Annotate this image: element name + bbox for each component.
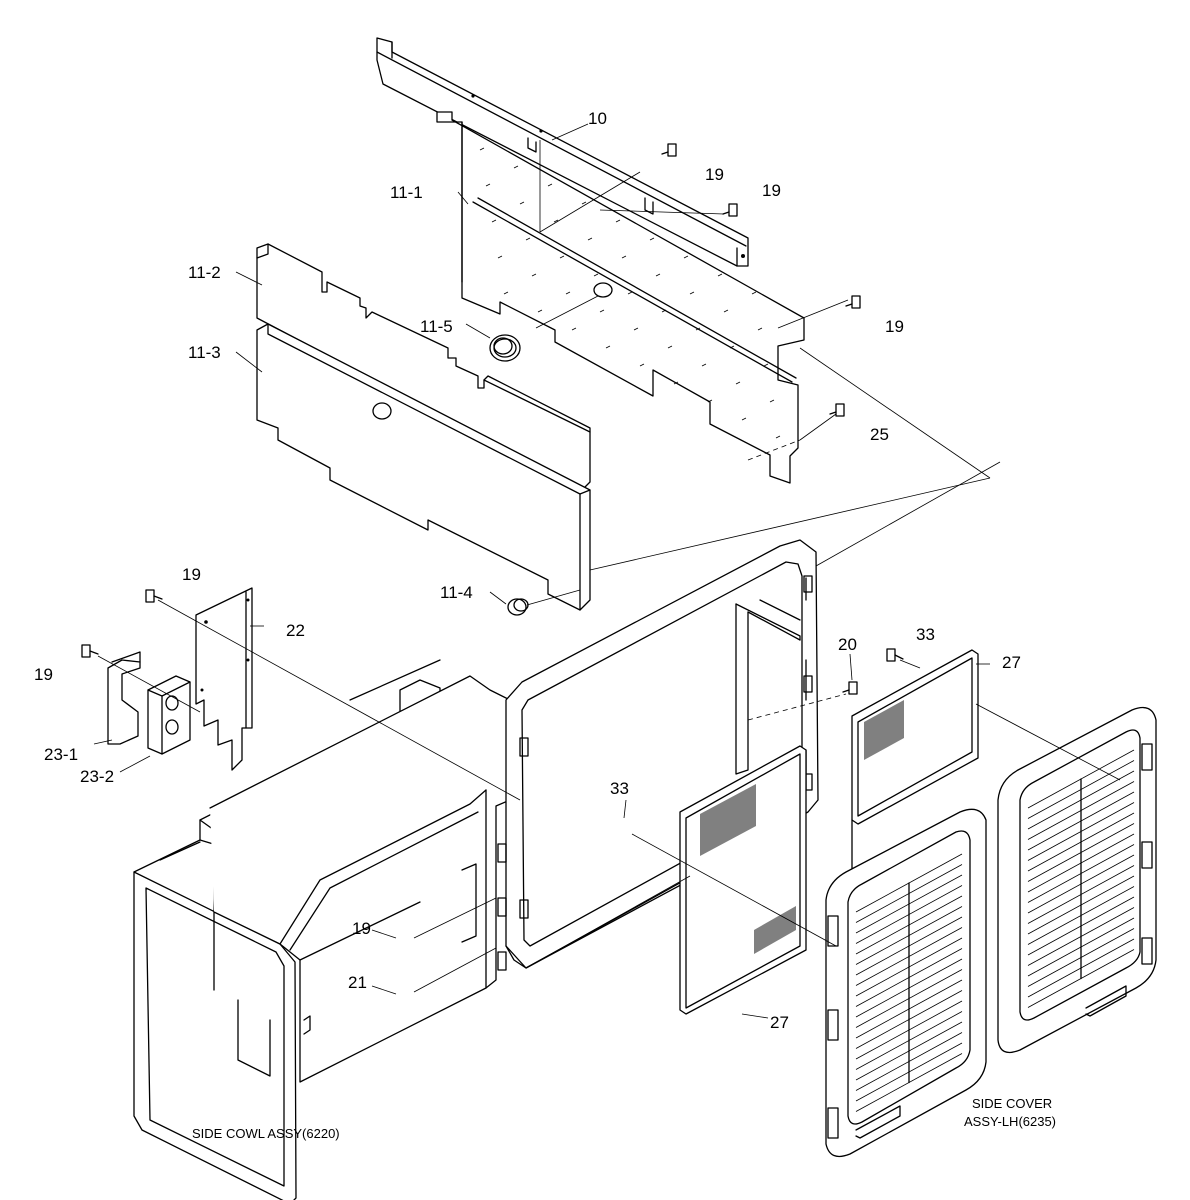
panel-mark [633,327,639,331]
panel-mark [503,291,509,295]
caption-side-cowl: SIDE COWL ASSY(6220) [192,1126,340,1141]
panel-mark [537,309,543,313]
panel-mark [735,381,741,385]
callout-19-b: 19 [762,181,781,200]
callout-22: 22 [286,621,305,640]
bolt-33-right [886,648,904,662]
louver-rear [1027,749,1135,1008]
panel-mark [639,363,645,367]
part-11-5-grommet [489,334,521,362]
panel-mark [479,147,485,151]
panel-mark [661,309,667,313]
panel-mark [581,201,587,205]
bolt-19-top-b [722,203,738,217]
callout-23-1: 23-1 [44,745,78,764]
callout-19-c: 19 [885,317,904,336]
panel-mark [599,309,605,313]
callout-19-d: 19 [182,565,201,584]
part-22-plate [195,587,253,771]
panel-mark [513,165,519,169]
callout-33-a: 33 [916,625,935,644]
panel-mark [525,237,531,241]
panel-mark [667,345,673,349]
panel-mark [553,219,559,223]
bolt-19-right [845,295,861,309]
panel-mark [571,327,577,331]
panel-mark [683,255,689,259]
part-27-panel-upper [851,649,979,881]
panel-mark [491,219,497,223]
panel-mark [615,219,621,223]
bolt-25 [829,403,845,417]
panel-mark [559,255,565,259]
callout-11-2: 11-2 [188,263,221,282]
bolt-19-left-b [81,644,99,658]
panel-mark [593,273,599,277]
callout-10: 10 [588,109,607,128]
panel-mark [757,327,763,331]
callout-23-2: 23-2 [80,767,114,786]
side-cover-door-front [825,808,987,1158]
side-cover-door-rear [997,706,1157,1054]
callout-19-e: 19 [34,665,53,684]
panel-mark [497,255,503,259]
assembly-lines [97,140,1121,993]
panel-mark [655,273,661,277]
panel-mark [547,183,553,187]
panel-mark [627,291,633,295]
part-11-3-insulation [256,323,591,611]
callout-19-f: 19 [352,919,371,938]
panel-mark [717,273,723,277]
panel-mark [695,327,701,331]
part-23-1-bracket [107,651,141,745]
bolt-19-left-a [145,589,163,603]
panel-mark [605,345,611,349]
callout-11-4: 11-4 [440,583,473,602]
panel-mark [769,399,775,403]
panel-mark [775,435,781,439]
callout-27-a: 27 [1002,653,1021,672]
panel-mark [531,273,537,277]
panel-mark [621,255,627,259]
caption-side-cover-line2: ASSY-LH(6235) [964,1114,1056,1129]
callout-27-b: 27 [770,1013,789,1032]
panel-mark [729,345,735,349]
callout-19-a: 19 [705,165,724,184]
bolt-20 [842,681,858,695]
callout-leaders [93,123,990,1019]
part-10-bracket [376,37,749,267]
panel-mark [587,237,593,241]
panel-mark [723,309,729,313]
louver-front [855,853,963,1112]
panel-mark [565,291,571,295]
panel-mark [689,291,695,295]
panel-mark [519,201,525,205]
panel-mark [707,399,713,403]
part-11-2-insulation [256,243,591,491]
callout-11-1: 11-1 [390,183,423,202]
panel-mark [741,417,747,421]
part-23-2-block [147,675,191,755]
panel-mark [673,381,679,385]
panel-mark [751,291,757,295]
callout-21: 21 [348,973,367,992]
callout-11-5: 11-5 [420,317,453,336]
panel-mark [485,183,491,187]
caption-side-cover-line1: SIDE COVER [972,1096,1052,1111]
panel-mark [701,363,707,367]
callout-25: 25 [870,425,889,444]
part-11-4-plug [507,598,529,616]
panel-mark [763,363,769,367]
panel-mark [649,237,655,241]
part-11-1-panel [436,111,805,484]
callout-33-b: 33 [610,779,629,798]
callout-labels: 10 19 19 11-1 11-2 19 11-5 11-3 25 19 22… [34,109,1021,1032]
bolt-19-top-a [661,143,677,157]
callout-11-3: 11-3 [188,343,221,362]
callout-20: 20 [838,635,857,654]
